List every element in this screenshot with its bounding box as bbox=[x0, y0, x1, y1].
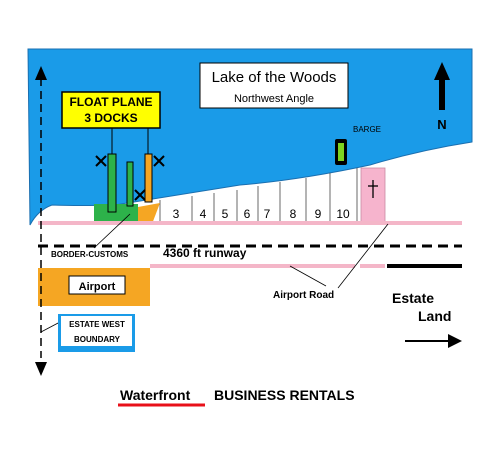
airport-label: Airport bbox=[79, 281, 116, 293]
estate-west-label-box bbox=[61, 316, 132, 346]
down-arrow-icon bbox=[35, 362, 47, 376]
lot-number: 7 bbox=[264, 207, 271, 221]
estate-west-label-2: BOUNDARY bbox=[74, 335, 121, 344]
float-plane-docks-label: 3 DOCKS bbox=[84, 111, 137, 125]
cross-icon bbox=[368, 180, 378, 198]
customs-leader-line bbox=[93, 213, 131, 249]
lot-number: 9 bbox=[315, 207, 322, 221]
lot-number: 6 bbox=[244, 207, 251, 221]
estate-west-leader bbox=[40, 321, 61, 333]
lot-number: 5 bbox=[222, 207, 229, 221]
barge-label: BARGE bbox=[353, 125, 381, 134]
footer-waterfront: Waterfront bbox=[120, 387, 191, 403]
lake-title-box bbox=[199, 62, 349, 109]
estate-land-label-2: Land bbox=[418, 308, 451, 324]
float-plane-label: FLOAT PLANE bbox=[69, 95, 152, 109]
church-leader bbox=[337, 223, 389, 289]
lake-subtitle: Northwest Angle bbox=[234, 93, 314, 105]
barge-icon bbox=[335, 139, 347, 165]
lake-title: Lake of the Woods bbox=[212, 69, 337, 86]
airport-road-leader bbox=[289, 265, 327, 287]
estate-west-label: ESTATE WEST bbox=[69, 320, 125, 329]
lot-number: 10 bbox=[336, 207, 350, 221]
customs-building bbox=[94, 204, 138, 224]
lot-number: 3 bbox=[173, 207, 180, 221]
lot-divider-lines bbox=[159, 168, 358, 222]
footer-business: BUSINESS RENTALS bbox=[214, 387, 355, 403]
float-plane-box bbox=[61, 91, 161, 129]
north-label: N bbox=[437, 117, 446, 132]
east-arrow-icon bbox=[405, 334, 462, 348]
estate-land-label: Estate bbox=[392, 290, 434, 306]
dock-base bbox=[138, 203, 160, 224]
airport-road-label: Airport Road bbox=[273, 290, 334, 301]
lot-number: 4 bbox=[200, 207, 207, 221]
north-arrow-icon bbox=[434, 62, 450, 110]
float-plane-docks bbox=[107, 128, 153, 213]
runway-label: 4360 ft runway bbox=[163, 246, 247, 260]
lot-number: 8 bbox=[290, 207, 297, 221]
float-plane-icon bbox=[95, 155, 165, 201]
border-customs-label: BORDER-CUSTOMS bbox=[51, 250, 129, 259]
up-arrow-icon bbox=[35, 66, 47, 80]
airport-label-box bbox=[68, 275, 126, 295]
